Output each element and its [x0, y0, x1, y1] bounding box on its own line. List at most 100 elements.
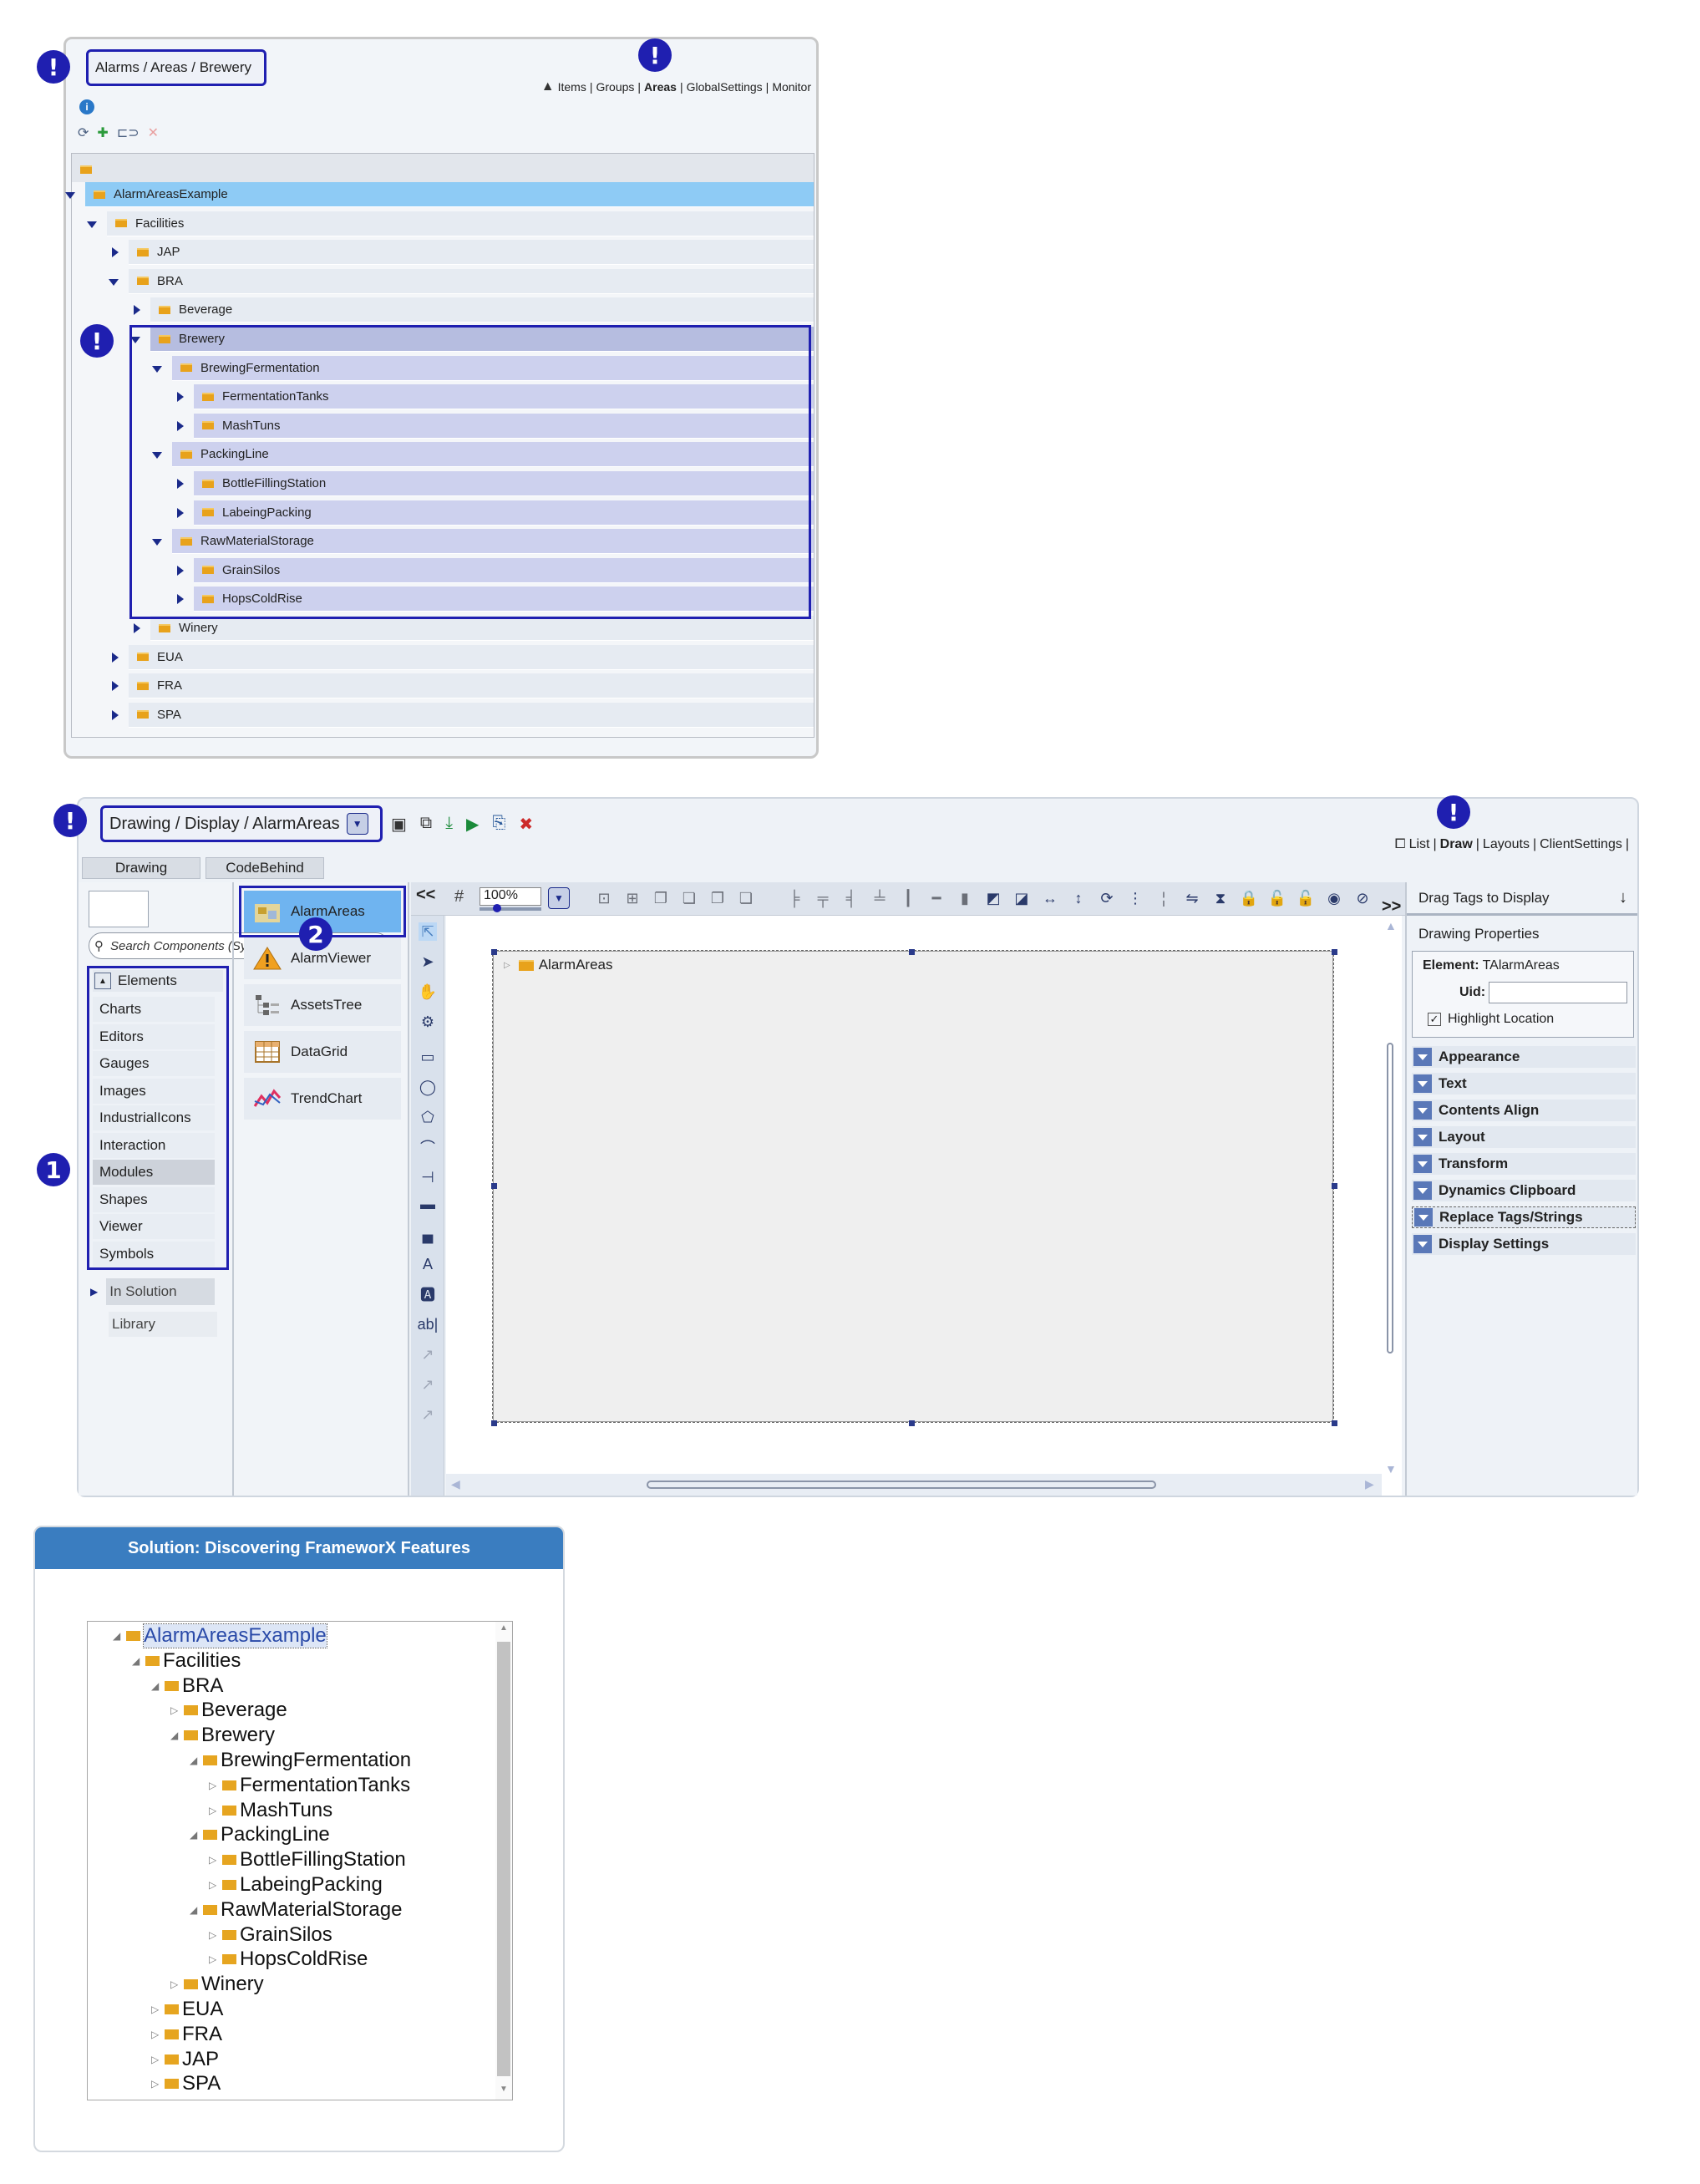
tree-row[interactable]: EUA [112, 644, 814, 670]
collapsed-arrow-icon[interactable] [177, 392, 184, 403]
collapsed-arrow-icon[interactable] [134, 305, 140, 316]
pan-icon[interactable]: ✋ [418, 983, 438, 1000]
mirror-icon[interactable]: ⇋ [1185, 889, 1199, 907]
category-editors[interactable]: Editors [93, 1023, 215, 1049]
tree-row[interactable]: BRA [109, 268, 814, 294]
section-replace-tags-strings[interactable]: Replace Tags/Strings [1412, 1206, 1636, 1228]
breadcrumb[interactable]: Drawing / Display / AlarmAreas ▼ [100, 805, 383, 842]
uid-input[interactable] [1489, 982, 1628, 1003]
collapsed-arrow-icon[interactable] [177, 594, 184, 605]
rotate-icon[interactable]: ⟳ [1100, 889, 1114, 907]
vertical-scrollbar[interactable]: ▲ ▼ [495, 1622, 512, 2100]
collapsed-arrow-icon[interactable]: ▷ [209, 1879, 217, 1891]
expanded-arrow-icon[interactable]: ◢ [190, 1829, 198, 1841]
layer-icon[interactable]: ◩ [986, 889, 1001, 907]
tree-item[interactable]: ▷Winery [170, 1972, 264, 1997]
send-backward-icon[interactable]: ❏ [738, 889, 754, 907]
collapsed-arrow-icon[interactable] [112, 709, 119, 720]
tab-codebehind[interactable]: CodeBehind [206, 857, 324, 879]
expanded-arrow-icon[interactable]: ◢ [151, 1679, 160, 1692]
collapsed-arrow-icon[interactable] [177, 420, 184, 431]
nav-layouts[interactable]: Layouts [1482, 837, 1530, 851]
zoom-slider[interactable] [480, 904, 541, 912]
collapsed-arrow-icon[interactable]: ▷ [209, 1779, 217, 1791]
expanded-arrow-icon[interactable] [130, 337, 140, 343]
tree-row[interactable]: Beverage [134, 297, 814, 323]
section-contents-align[interactable]: Contents Align [1412, 1100, 1636, 1121]
tree-row[interactable]: AlarmAreasExample [65, 182, 814, 207]
collapsed-arrow-icon[interactable]: ▷ [209, 1854, 217, 1867]
tree-row[interactable]: LabeingPacking [177, 500, 814, 526]
tag-icon[interactable]: ⊏⊃ [116, 126, 140, 140]
collapsed-arrow-icon[interactable]: ▷ [151, 2004, 160, 2015]
chevron-down-icon[interactable]: ▼ [346, 813, 368, 835]
nav-client-settings[interactable]: ClientSettings [1540, 837, 1622, 851]
library-item[interactable]: Library [109, 1312, 217, 1337]
collapse-left-button[interactable]: << [416, 886, 436, 904]
tree-row[interactable]: MashTuns [177, 413, 814, 439]
category-viewer[interactable]: Viewer [93, 1214, 215, 1239]
expanded-arrow-icon[interactable] [109, 278, 119, 286]
chart-edit-icon[interactable]: ↗ [421, 1375, 434, 1393]
tree-item[interactable]: ◢RawMaterialStorage [190, 1897, 402, 1922]
category-industrialicons[interactable]: IndustrialIcons [93, 1105, 215, 1130]
grid-icon[interactable]: # [454, 887, 464, 906]
section-dynamics-clipboard[interactable]: Dynamics Clipboard [1412, 1180, 1636, 1201]
settings-icon[interactable]: ⚙ [420, 1013, 435, 1030]
category-modules[interactable]: Modules [93, 1160, 215, 1185]
resize-handle[interactable] [491, 1420, 497, 1426]
tree-item[interactable]: ◢BRA [151, 1674, 223, 1699]
tab-drawing[interactable]: Drawing [82, 857, 200, 879]
category-gauges[interactable]: Gauges [93, 1051, 215, 1076]
tree-row[interactable]: Brewery [130, 327, 814, 352]
collapsed-arrow-icon[interactable]: ▷ [209, 1928, 217, 1941]
collapsed-arrow-icon[interactable]: ▷ [170, 1704, 179, 1717]
pointer-icon[interactable]: ➤ [421, 952, 434, 970]
tree-item[interactable]: ▷FRA [151, 2022, 222, 2047]
expanded-arrow-icon[interactable] [87, 221, 97, 228]
collapsed-arrow-icon[interactable]: ▷ [151, 2053, 160, 2065]
flip-vertical-icon[interactable]: ↕ [1074, 889, 1083, 907]
bring-front-icon[interactable]: ❐ [653, 889, 668, 907]
tree-item[interactable]: ◢AlarmAreasExample [113, 1623, 327, 1648]
component-trendchart[interactable]: TrendChart [244, 1078, 401, 1120]
category-shapes[interactable]: Shapes [93, 1186, 215, 1212]
collapsed-arrow-icon[interactable] [134, 623, 140, 633]
tree-item[interactable]: ▷FermentationTanks [209, 1773, 410, 1798]
tree-row[interactable]: SPA [112, 702, 814, 728]
category-images[interactable]: Images [93, 1078, 215, 1104]
align-right-icon[interactable]: ╡ [845, 889, 857, 907]
copy-icon[interactable]: ⎘ [492, 814, 506, 832]
expanded-arrow-icon[interactable] [65, 192, 75, 199]
tree-item[interactable]: ◢Brewery [170, 1723, 275, 1748]
category-charts[interactable]: Charts [93, 997, 215, 1022]
ungroup-icon[interactable]: ⊞ [626, 889, 639, 907]
save-icon[interactable]: ▣ [391, 815, 407, 834]
align-middle-icon[interactable]: ━ [931, 889, 941, 907]
nav-areas[interactable]: Areas [644, 80, 677, 94]
tree-item[interactable]: ▷GrainSilos [209, 1922, 332, 1948]
tree-item[interactable]: ▷HopsColdRise [209, 1947, 368, 1972]
add-item-icon[interactable]: ✚ [97, 126, 109, 140]
resize-handle[interactable] [1332, 1183, 1337, 1189]
section-text[interactable]: Text [1412, 1073, 1636, 1095]
run-icon[interactable]: ▶ [466, 815, 480, 834]
align-top-icon[interactable]: ╤ [817, 889, 829, 907]
ellipse-icon[interactable]: ◯ [419, 1078, 437, 1095]
chart-add-icon[interactable]: ↗ [421, 1345, 434, 1363]
collapsed-arrow-icon[interactable]: ▷ [209, 1804, 217, 1816]
alarm-areas-element[interactable]: ▷ AlarmAreas [492, 950, 1334, 1423]
align-left-icon[interactable]: ╞ [789, 889, 800, 907]
polygon-icon[interactable]: ⬠ [421, 1108, 434, 1125]
layer-icon[interactable]: ◪ [1014, 889, 1029, 907]
unlock-icon[interactable]: 🔓 [1267, 889, 1287, 907]
expanded-arrow-icon[interactable]: ◢ [132, 1654, 140, 1667]
expanded-arrow-icon[interactable] [152, 365, 162, 373]
tree-row[interactable]: GrainSilos [177, 557, 814, 583]
expanded-arrow-icon[interactable] [152, 452, 162, 460]
select-icon[interactable]: ⇱ [419, 922, 437, 941]
save-all-icon[interactable]: ⧉ [419, 814, 433, 832]
expand-right-button[interactable]: >> [1382, 897, 1402, 916]
vertical-scrollbar[interactable]: ▲ ▼ [1385, 919, 1397, 1475]
drag-tags-header[interactable]: Drag Tags to Display ↓ [1407, 882, 1637, 916]
